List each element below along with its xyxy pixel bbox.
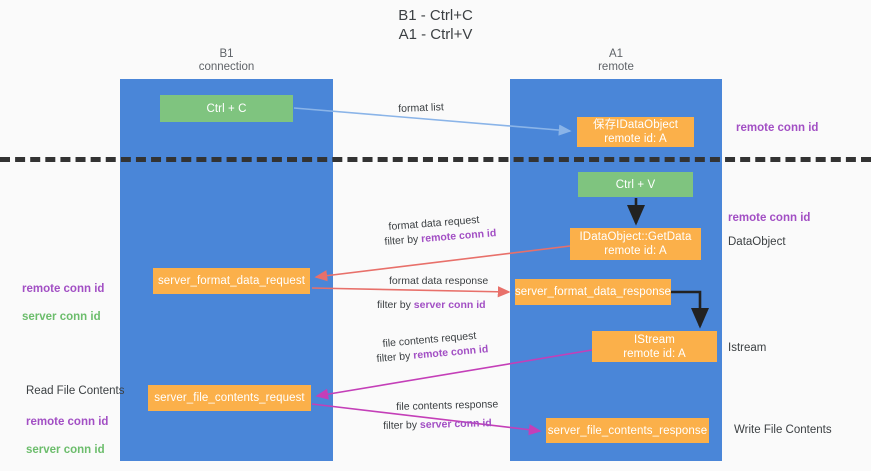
annotation-remote-conn-id-mid: remote conn id — [728, 212, 811, 224]
box-idataobject-getdata[interactable]: IDataObject::GetData remote id: A — [570, 228, 701, 260]
edge-label-file-contents-response-filter: filter by server conn id — [383, 416, 492, 433]
annotation-write-file-contents: Write File Contents — [734, 424, 832, 436]
annotation-istream: Istream — [728, 342, 767, 354]
edge-label-format-list: format list — [398, 101, 444, 115]
edge-label-format-data-response: format data response — [389, 275, 489, 287]
filter-prefix: filter by — [376, 349, 414, 365]
box-server-file-contents-request[interactable]: server_file_contents_request — [148, 385, 311, 411]
box-server-format-data-response[interactable]: server_format_data_response — [515, 279, 671, 305]
filter-key-server-conn-id: server conn id — [413, 299, 486, 311]
annotation-remote-conn-id-2: remote conn id — [26, 416, 109, 428]
box-ctrl-c[interactable]: Ctrl + C — [160, 95, 293, 122]
diagram-title: B1 - Ctrl+C A1 - Ctrl+V — [398, 7, 473, 43]
box-save-idataobject[interactable]: 保存IDataObject remote id: A — [577, 117, 694, 147]
filter-prefix: filter by — [377, 299, 414, 311]
box-server-format-data-request[interactable]: server_format_data_request — [153, 268, 310, 294]
box-ctrl-v[interactable]: Ctrl + V — [578, 172, 693, 197]
annotation-read-file-contents: Read File Contents — [26, 385, 125, 397]
annotation-conn-ids-lower: remote conn id server conn id — [26, 401, 108, 471]
column-header-a1: A1 remote — [598, 48, 634, 73]
filter-prefix: filter by — [384, 233, 422, 248]
box-server-file-contents-response[interactable]: server_file_contents_response — [546, 418, 709, 443]
edge-label-format-data-response-filter: filter by server conn id — [377, 298, 486, 312]
filter-key-server-conn-id: server conn id — [419, 417, 492, 432]
filter-prefix: filter by — [383, 419, 421, 432]
column-header-b1: B1 connection — [198, 48, 255, 73]
edge-label-file-contents-response: file contents response — [396, 398, 499, 413]
box-istream[interactable]: IStream remote id: A — [592, 331, 717, 362]
phase-divider — [0, 157, 871, 162]
annotation-remote-conn-id-1: remote conn id — [22, 283, 105, 295]
annotation-conn-ids-upper: remote conn id server conn id — [22, 268, 104, 338]
annotation-dataobject: DataObject — [728, 236, 786, 248]
arrow-format-data-response — [311, 286, 511, 298]
annotation-server-conn-id-2: server conn id — [26, 444, 105, 456]
annotation-server-conn-id-1: server conn id — [22, 311, 101, 323]
annotation-remote-conn-id-top: remote conn id — [736, 122, 819, 134]
